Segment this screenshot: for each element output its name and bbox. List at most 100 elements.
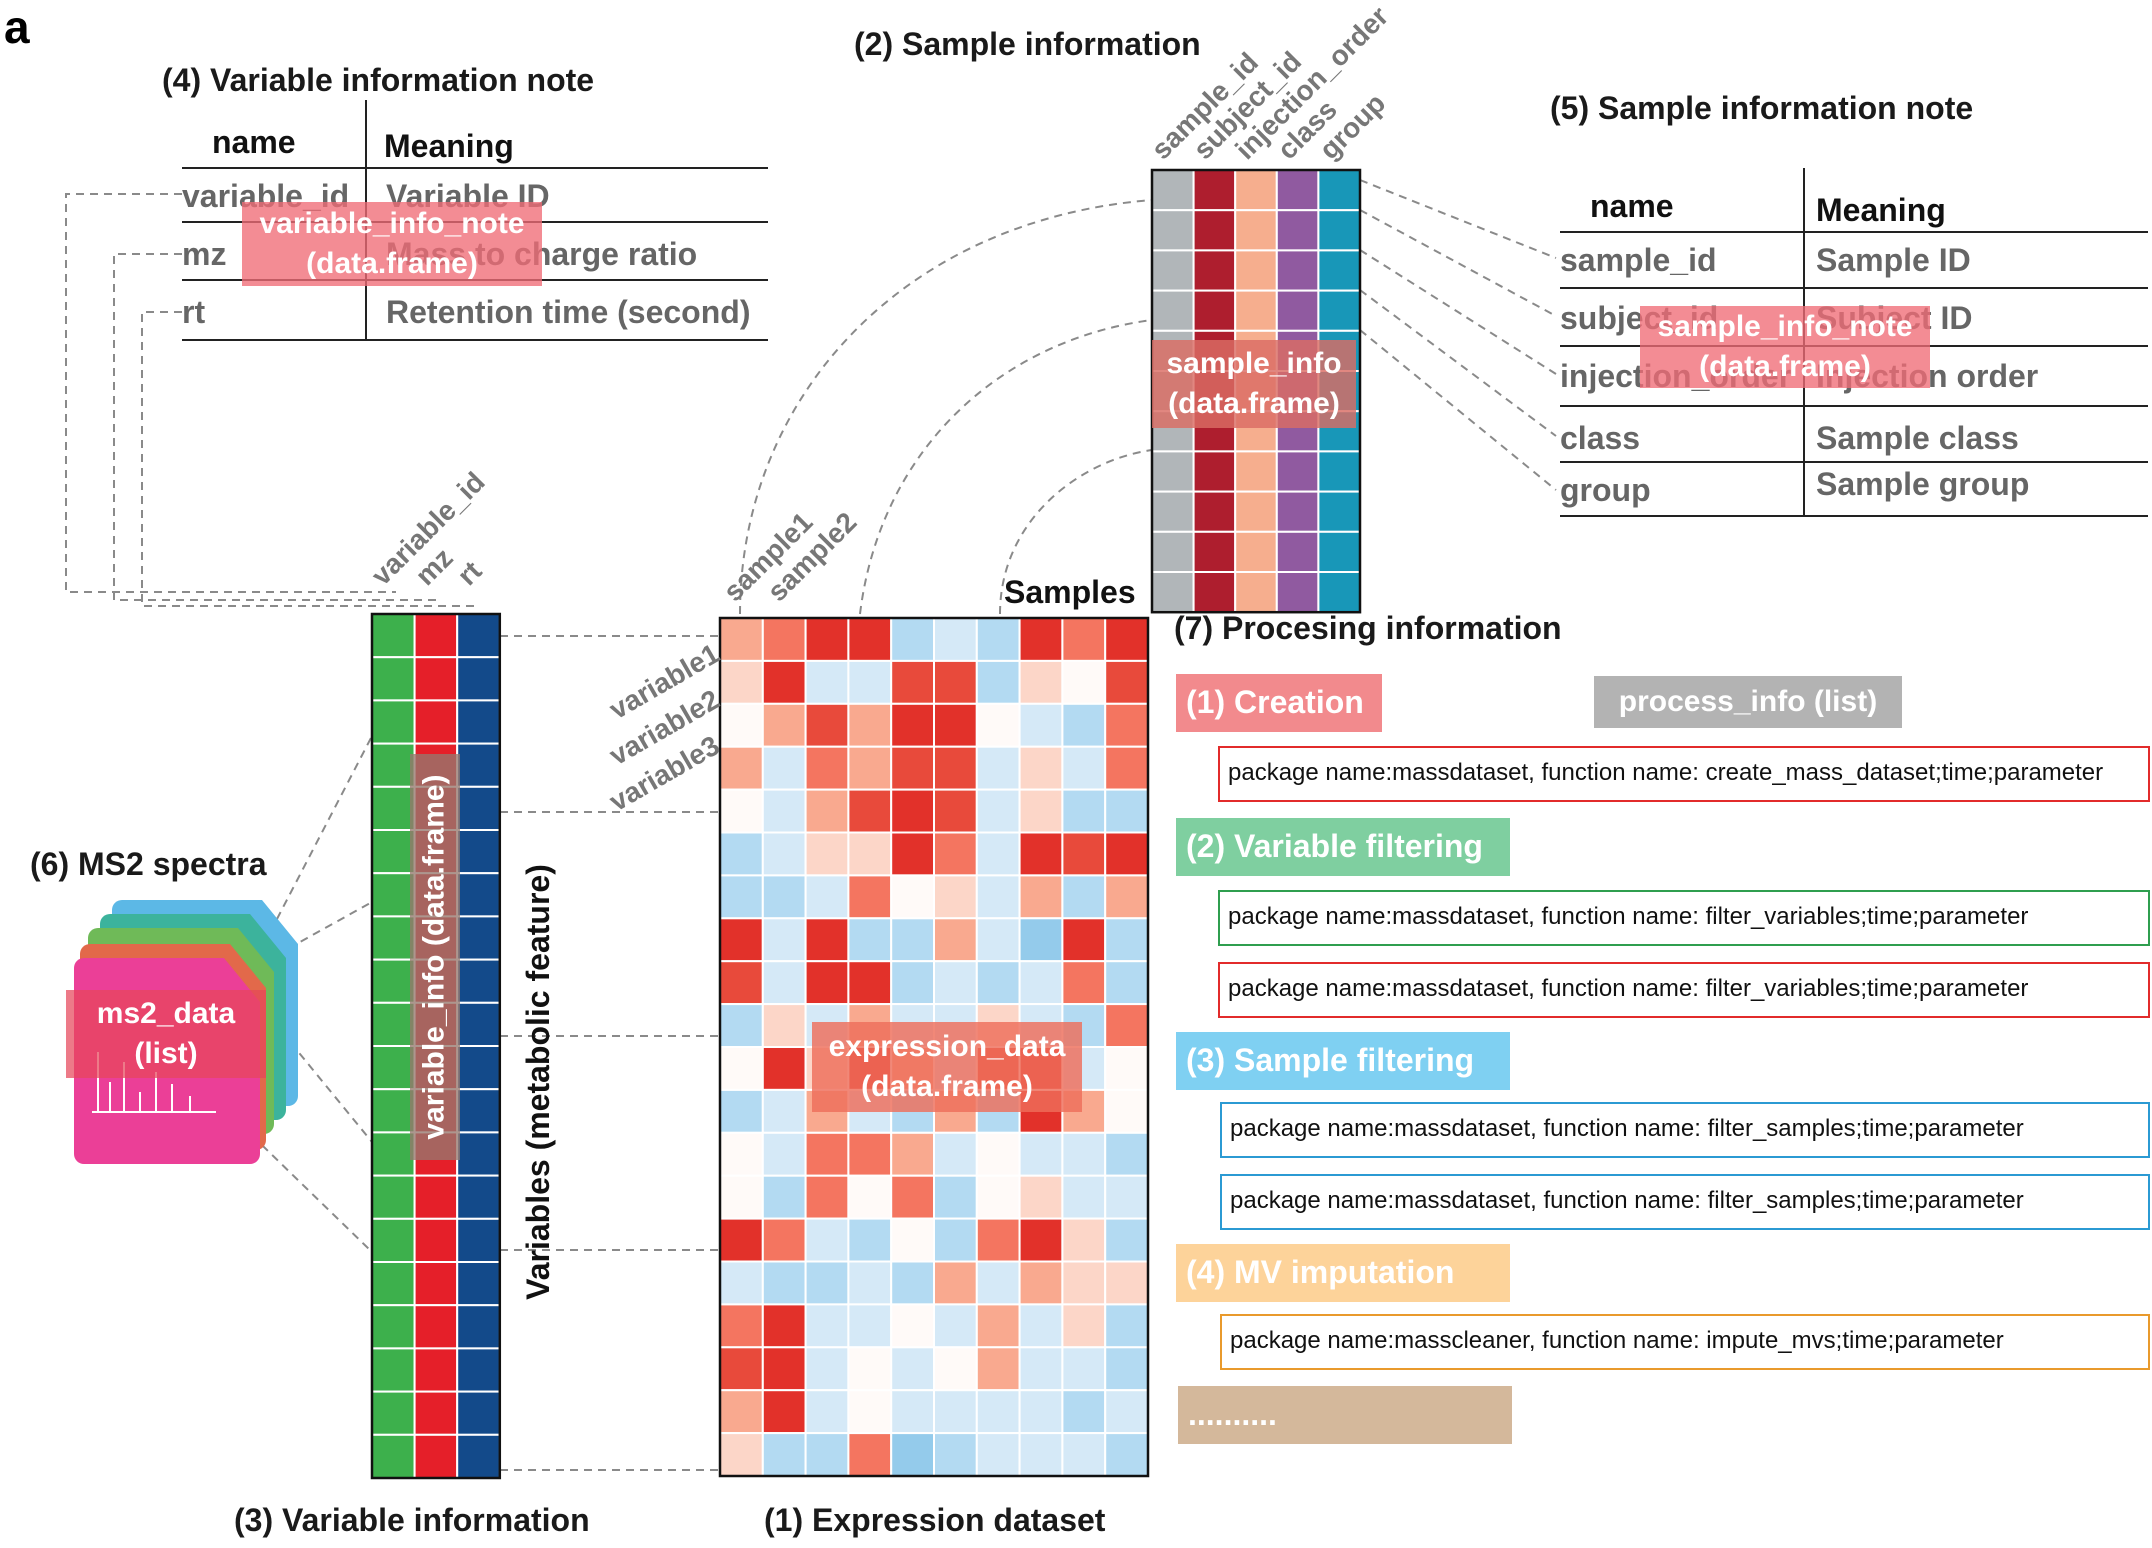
variable-note-row-meaning: Retention time (second) [386,294,751,330]
connector-line [1359,249,1557,375]
variable-info-cell [371,958,416,1004]
expression-cell [890,1217,936,1263]
step-entry: package name:massdataset, function name:… [1218,746,2150,802]
expression-cell [719,788,764,834]
connector-line [739,199,1153,615]
expression-cell [890,874,936,920]
expression-cell [1104,1217,1149,1263]
sample-note-overlay: sample_info_note (data.frame) [1640,306,1930,388]
expression-cell [1104,874,1149,920]
step-entry: package name:masscleaner, function name:… [1220,1314,2150,1370]
sample-note-row-name: group [1560,472,1651,508]
sample-info-cell [1317,289,1362,332]
expression-cell [890,831,936,877]
sample-info-cell [1317,209,1362,252]
sample-note-overlay-line2: (data.frame) [1699,350,1871,383]
expression-cell [933,788,978,834]
variable-info-cell [371,785,416,831]
connector-line [999,449,1153,615]
sample-info-cell [1234,530,1278,573]
expression-cell [975,1303,1021,1349]
expression-cell [975,1346,1021,1392]
variable-note-row-name: rt [182,294,206,330]
processing-title: (7) Procesing information [1174,610,1562,646]
expression-cell [1061,1217,1107,1263]
variable-info-column-label: rt [451,555,488,592]
expression-cell [1104,1174,1149,1220]
expression-cell [890,617,936,662]
expression-cell [975,702,1021,748]
expression-cell [890,917,936,963]
ms2-overlay: ms2_data (list) [66,990,266,1078]
expression-cell [847,1389,893,1435]
expression-cell [847,1260,893,1306]
variable-note-overlay: variable_info_note (data.frame) [242,202,542,286]
expression-cell [975,1131,1021,1177]
variable-info-border [370,612,502,1480]
expression-cell [890,1389,936,1435]
expression-cell [804,1303,850,1349]
connector-line [141,311,476,607]
expression-cell [847,1303,893,1349]
expression-heatmap [718,616,1150,1478]
expression-cell [890,1174,936,1220]
sample-note-overlay-line1: sample_info_note [1657,310,1913,343]
step-entry: package name:massdataset, function name:… [1220,1102,2150,1158]
variable-note-row-name: mz [182,236,227,272]
expression-cell [1061,1303,1107,1349]
sample-note-row-name: class [1560,420,1641,456]
expression-cell [1061,917,1107,963]
expression-title: (1) Expression dataset [764,1502,1106,1538]
variable-info-overlay: variable_info (data.frame) [410,754,460,1160]
sample-note-row-meaning: Sample class [1816,420,2019,456]
variable-info-cell [371,1433,416,1480]
sample-info-cell [1234,571,1278,614]
expression-cell [1061,1389,1107,1435]
ms2-overlay-line2: (list) [134,1037,198,1070]
sample-info-cell [1317,249,1362,292]
expression-overlay-line1: expression_data [828,1030,1066,1063]
expression-cell [1104,1131,1149,1177]
connector-line [113,253,438,601]
expression-cell [933,831,978,877]
expression-cell [933,874,978,920]
sample-info-cell [1234,490,1278,533]
connector-line [65,193,396,593]
expression-cell [975,1260,1021,1306]
expression-cell [975,1174,1021,1220]
expression-cell [1018,702,1064,748]
step-header-sample-filtering: (3) Sample filtering [1176,1032,1510,1090]
sample-note-row-meaning: Sample ID [1816,242,1971,278]
samples-label: Samples [1004,574,1136,610]
variable-note-overlay-line2: (data.frame) [306,247,478,280]
expression-cell [1018,1131,1064,1177]
ms2-overlay-line1: ms2_data [96,997,236,1030]
ms2-title: (6) MS2 spectra [30,846,267,882]
expression-cell [933,659,978,705]
expression-cell [804,917,850,963]
variable-note-header-name: name [212,124,296,160]
expression-cell [975,1389,1021,1435]
sample-info-cell [1275,530,1320,573]
step-entry: package name:massdataset, function name:… [1218,962,2150,1018]
expression-cell [761,831,807,877]
variable-info-cell [371,699,416,745]
expression-cell [933,1217,978,1263]
variable-info-cell [456,872,501,918]
step-header-mv-imputation: (4) MV imputation [1176,1244,1510,1302]
connector-line [1359,209,1557,317]
variable-note-header-meaning: Meaning [384,128,514,164]
expression-overlay-line2: (data.frame) [861,1070,1033,1103]
expression-cell [761,788,807,834]
expression-cell [1104,745,1149,791]
expression-cell [1018,874,1064,920]
expression-border [718,616,1150,1478]
expression-cell [933,960,978,1006]
expression-cell [933,1131,978,1177]
expression-cell [719,1174,764,1220]
expression-cell [847,1217,893,1263]
connector-line [859,319,1153,615]
variable-info-cell [413,656,459,702]
variable-info-cell [413,1261,459,1307]
variable-info-cell [413,1174,459,1220]
